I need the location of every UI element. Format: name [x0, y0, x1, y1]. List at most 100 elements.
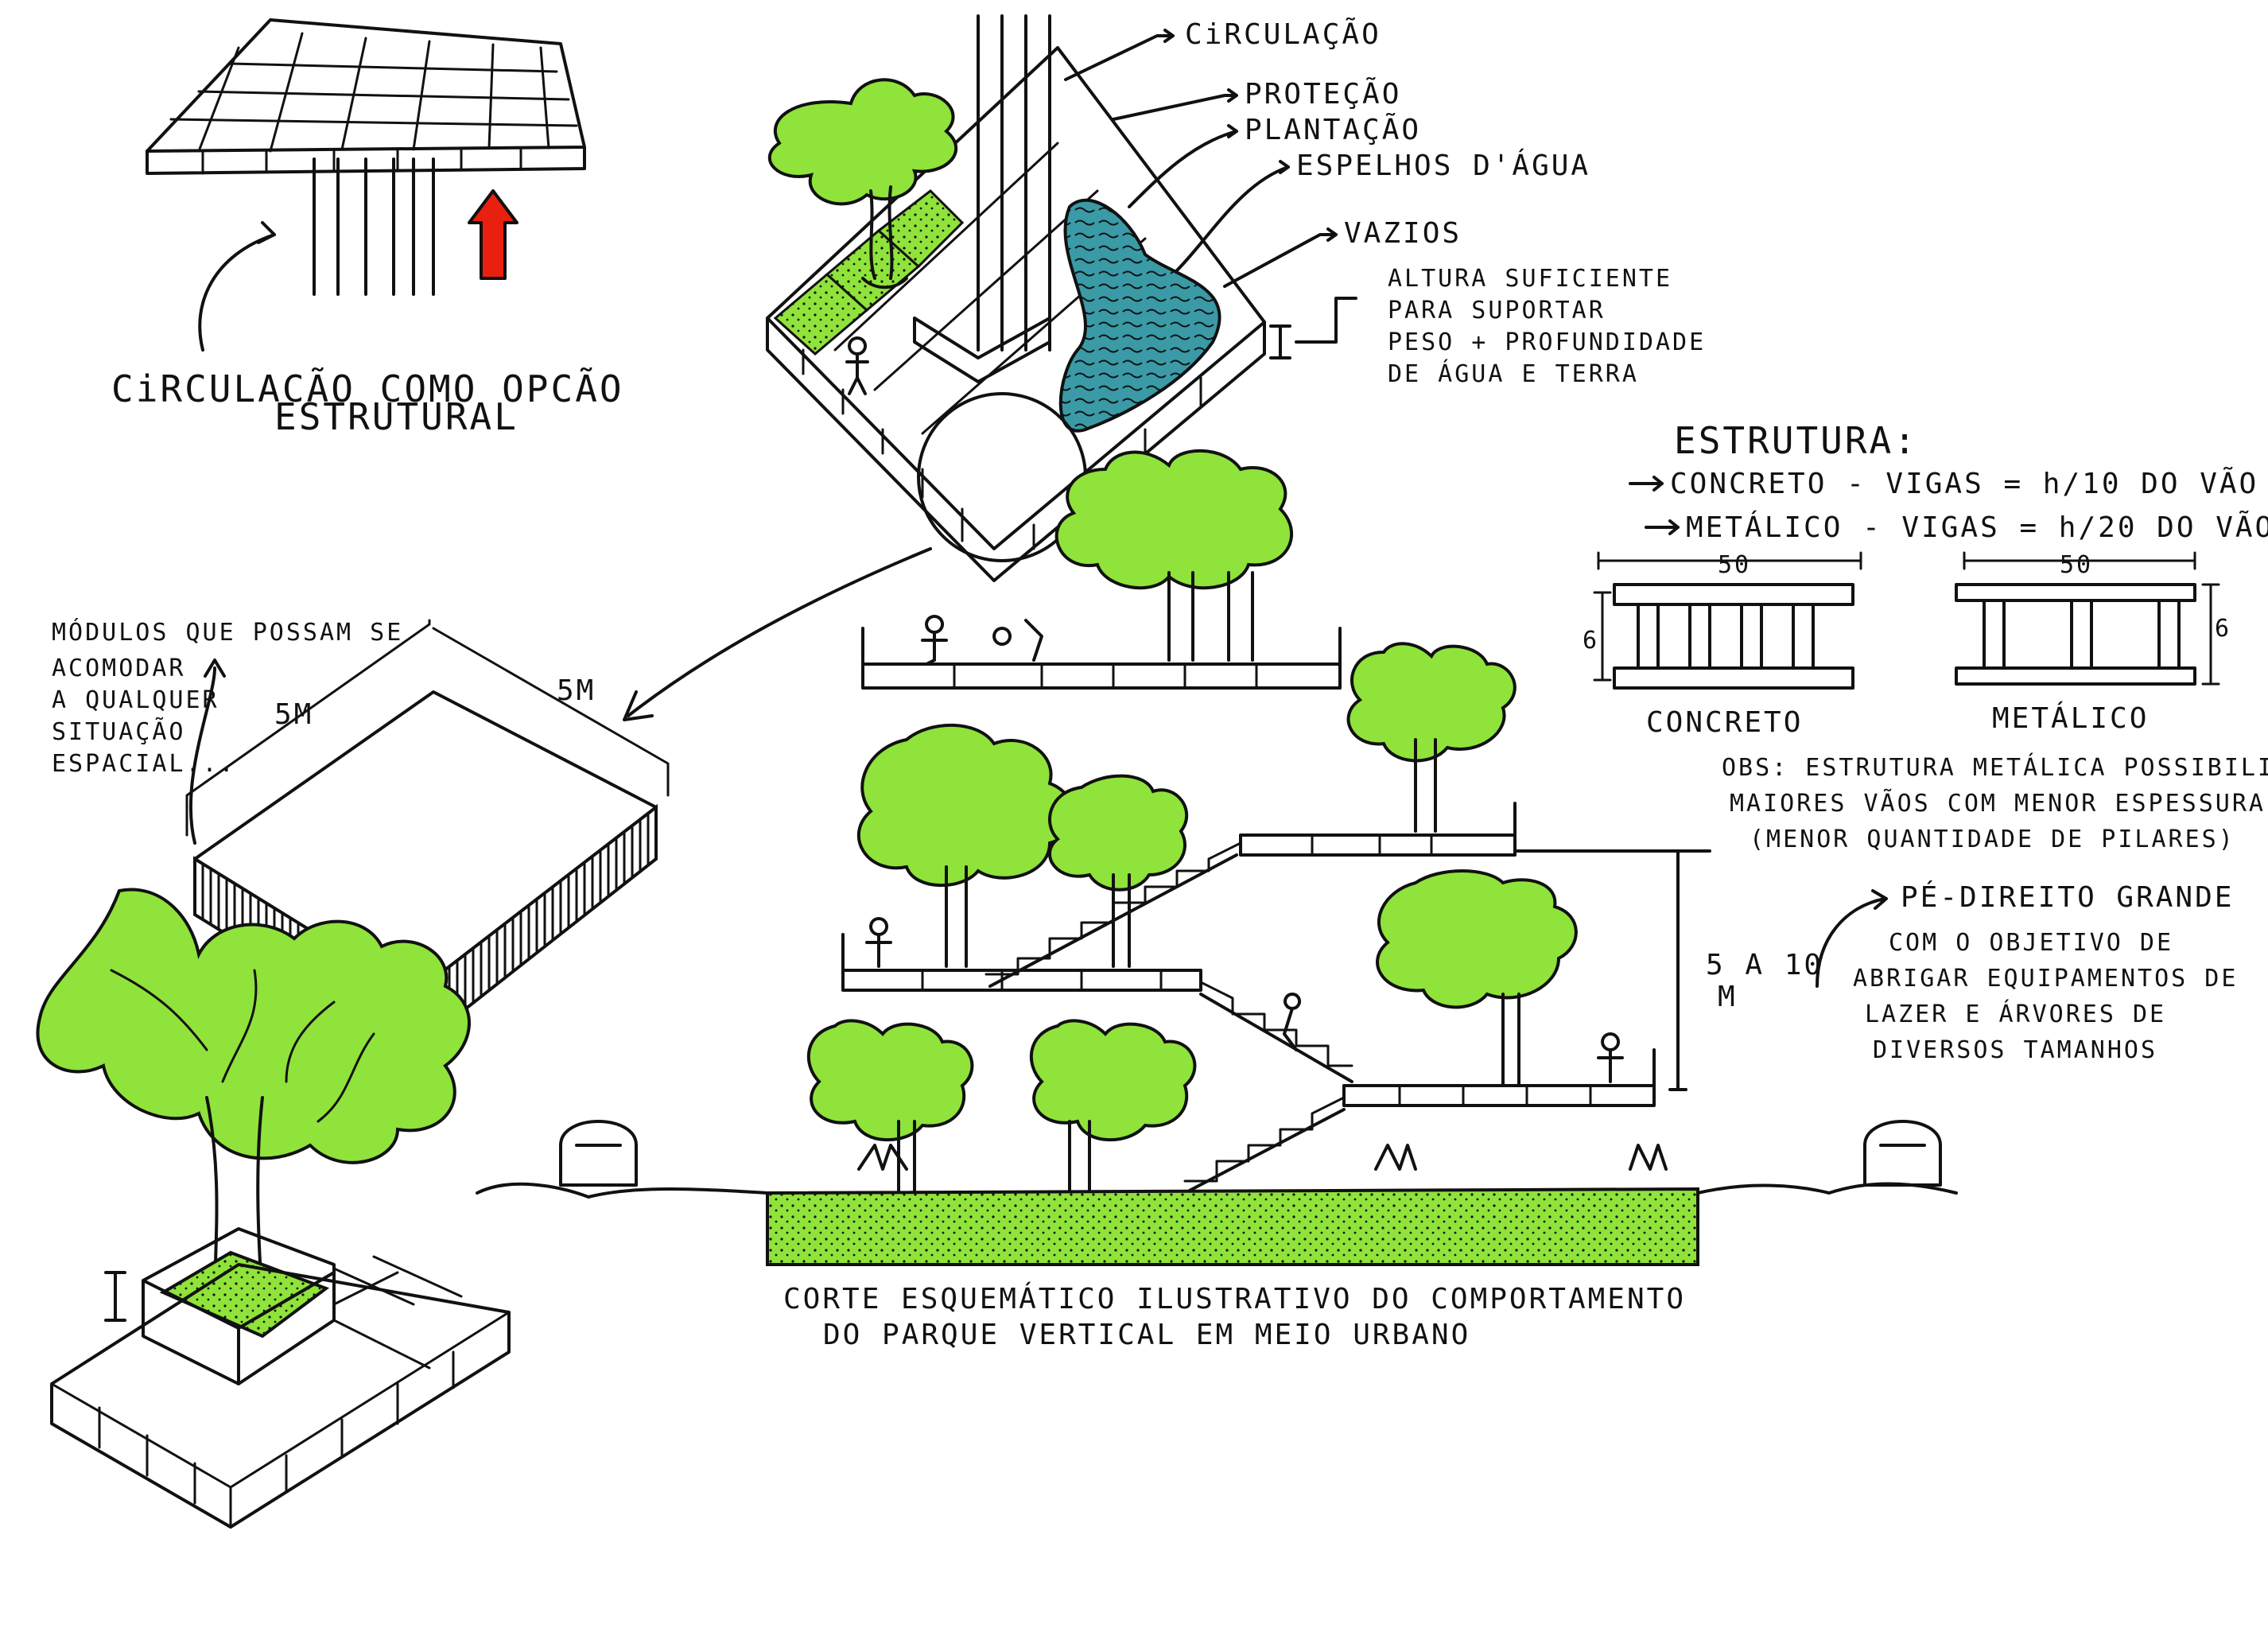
- base-platform: [50, 1263, 511, 1529]
- level-0-tree-canopy: [1376, 869, 1578, 1009]
- car-right-icon: [1863, 1120, 1942, 1187]
- base-grid: [332, 1255, 463, 1370]
- metal-slab: [1955, 666, 2196, 686]
- ground-tree-a-canopy: [807, 1019, 974, 1142]
- level-1-tree-b-trunk: [1112, 873, 1131, 968]
- level-2-tree-trunk: [1414, 738, 1437, 833]
- lower-stair-a-stringer: [1199, 993, 1353, 1083]
- roof-grid-rows: [169, 62, 578, 127]
- person-icon: [845, 336, 869, 395]
- height-note-1: ALTURA SUFICIENTE: [1388, 265, 1672, 293]
- module-dim-b: 5M: [557, 674, 596, 707]
- circulation-option-label-2: ESTRUTURAL: [274, 395, 518, 438]
- slab-dimension-lines: [185, 619, 670, 837]
- modules-note-3: A QUALQUER: [52, 686, 219, 714]
- base-edges: [50, 1311, 511, 1529]
- level-0-person-icon: [1597, 1032, 1624, 1083]
- ground-tree-b-canopy: [1030, 1019, 1197, 1142]
- circulation-label: CiRCULAÇÃO: [1185, 17, 1381, 51]
- circulation-columns: [313, 157, 435, 296]
- detail-arrow: [627, 547, 932, 717]
- stair-person-icon: [1283, 993, 1302, 1051]
- modules-note-5: ESPACIAL...: [52, 750, 236, 778]
- circulation-option-label-1: CiRCULACÃO COMO OPCÃO: [111, 367, 624, 410]
- shaft-base-box: [913, 317, 1051, 383]
- bullet-arrow-2-icon: [1645, 519, 1680, 535]
- level-2-tree-canopy: [1346, 642, 1517, 763]
- metal-height: 6: [2215, 615, 2231, 643]
- ceiling-title: PÉ-DIREITO GRANDE: [1901, 880, 2234, 914]
- height-note-4: DE ÁGUA E TERRA: [1388, 359, 1639, 388]
- leader-water: [1175, 160, 1290, 272]
- section-caption-2: DO PARQUE VERTICAL EM MEIO URBANO: [823, 1319, 1470, 1351]
- circulation-shaft: [977, 14, 1051, 352]
- modules-note-4: SITUAÇÃO: [52, 717, 186, 746]
- level-1-joints: [921, 969, 1163, 992]
- concrete-columns: [1637, 603, 1815, 670]
- concrete-slab: [1613, 666, 1854, 690]
- circulation-structure-sketch: CiRCULACÃO COMO OPCÃO ESTRUTURAL: [111, 18, 624, 438]
- ceiling-leader: [1816, 889, 1888, 988]
- structure-concrete: CONCRETO - VIGAS = h/10 DO VÃO: [1670, 467, 2258, 500]
- concrete-span-line: [1597, 551, 1862, 570]
- tree-trunk: [861, 185, 908, 289]
- height-marker: [1269, 297, 1357, 359]
- modules-leader: [188, 659, 226, 845]
- metal-span-line: [1963, 551, 2196, 570]
- planting-plot-3: [876, 189, 965, 269]
- ground-stair-stringer: [1183, 1108, 1346, 1195]
- level-2-joints: [1311, 833, 1433, 857]
- level-3-person-icon: [921, 615, 948, 666]
- ceiling-note-2: ABRIGAR EQUIPAMENTOS DE: [1853, 965, 2238, 993]
- grass-tufts: [857, 1144, 1668, 1171]
- level-1-platform: [841, 933, 1202, 992]
- level-3-tree-trunks: [1167, 571, 1254, 662]
- level-1-tree-a-trunk: [945, 865, 968, 968]
- level-1-person-icon: [865, 917, 892, 968]
- leader-circulation: [1064, 29, 1175, 81]
- concrete-height: 6: [1583, 627, 1599, 655]
- voids-label: VAZIOS: [1344, 217, 1462, 250]
- ground-soil: [766, 1187, 1699, 1266]
- obs-note-2: MAIORES VÃOS COM MENOR ESPESSURA: [1730, 789, 2266, 818]
- canopy-texture: [110, 969, 375, 1123]
- concrete-span: 50: [1718, 551, 1751, 579]
- structure-metal: METÁLICO - VIGAS = h/20 DO VÃO: [1686, 511, 2268, 544]
- large-tree-canopy: [36, 888, 471, 1164]
- metal-columns: [1983, 599, 2181, 670]
- leader-planting: [1128, 124, 1238, 208]
- ground-stair: [1183, 1096, 1346, 1183]
- protection-label: PROTEÇÃO: [1245, 77, 1401, 111]
- vertical-park-section: 5 A 10 M CORTE ESQUEMÁTICO ILUSTRATIVO D…: [476, 449, 1958, 1351]
- tree-canopy: [767, 78, 958, 206]
- level-3-runner-icon: [992, 619, 1043, 662]
- leader-voids: [1223, 227, 1338, 288]
- metal-beam: [1955, 583, 2196, 602]
- up-arrow-icon: [468, 189, 518, 280]
- level-1-tree-b-canopy: [1048, 774, 1189, 892]
- metal-span: 50: [2060, 551, 2093, 579]
- base-ticks: [98, 1350, 455, 1505]
- roof-edge-ticks: [201, 146, 522, 175]
- planting-label: PLANTAÇÃO: [1245, 113, 1421, 146]
- ground-tree-b-trunk: [1068, 1120, 1091, 1195]
- concrete-label: CONCRETO: [1646, 706, 1803, 739]
- obs-note-1: OBS: ESTRUTURA METÁLICA POSSIBILITA: [1722, 753, 2268, 782]
- concrete-height-line: [1593, 591, 1612, 682]
- ceiling-note-4: DIVERSOS TAMANHOS: [1873, 1036, 2157, 1064]
- ceiling-note-1: COM O OBJETIVO DE: [1889, 929, 2173, 957]
- level-0-joints: [1398, 1084, 1592, 1107]
- level-3-tree-canopy: [1054, 449, 1294, 590]
- metal-label: METÁLICO: [1992, 701, 2149, 735]
- level-2-platform: [1239, 802, 1517, 857]
- concrete-beam: [1613, 583, 1854, 606]
- module-dim-a: 5M: [274, 698, 313, 731]
- water-mirrors-label: ESPELHOS D'ÁGUA: [1296, 149, 1590, 182]
- structure-title: ESTRUTURA:: [1674, 419, 1918, 462]
- height-range-2: M: [1718, 981, 1738, 1013]
- leader-line: [198, 233, 276, 352]
- car-left-icon: [559, 1120, 638, 1187]
- leader-protection: [1112, 88, 1238, 121]
